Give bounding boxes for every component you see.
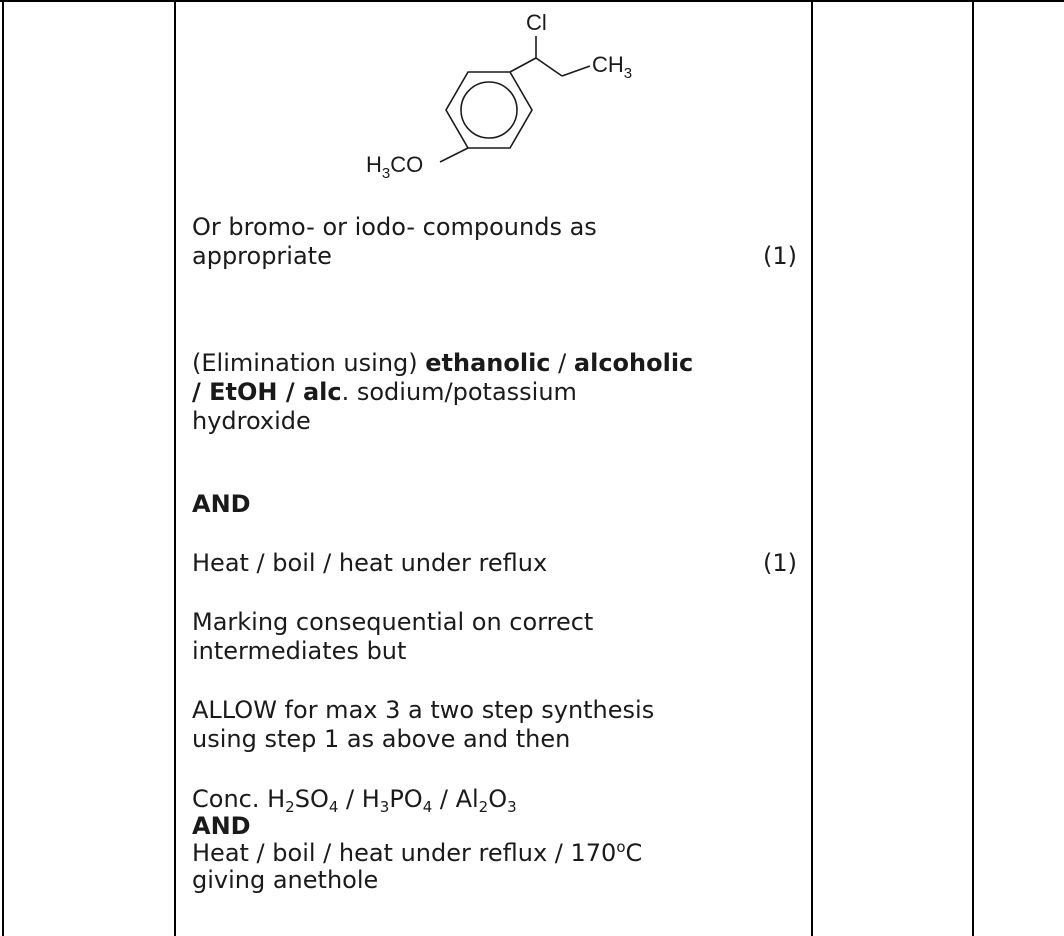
heat-text-1: Heat / boil / heat under reflux bbox=[192, 549, 548, 577]
table-border-col3 bbox=[972, 0, 974, 936]
heat-line-1: Heat / boil / heat under reflux (1) bbox=[192, 549, 797, 578]
mark-1: (1) bbox=[763, 242, 797, 270]
allow-line1: ALLOW for max 3 a two step synthesis bbox=[192, 696, 655, 724]
mark-2: (1) bbox=[763, 549, 797, 577]
alt-compounds-line1: Or bromo- or iodo- compounds as bbox=[192, 213, 597, 241]
giving-anethole-text: giving anethole bbox=[192, 866, 379, 894]
table-border-top bbox=[0, 0, 1064, 2]
elimination-prefix: (Elimination using) bbox=[192, 349, 426, 377]
and-label-1: AND bbox=[192, 490, 251, 518]
etoh-alc-text: / EtOH / alc bbox=[192, 378, 342, 406]
alt-compounds-note: Or bromo- or iodo- compounds as appropri… bbox=[192, 213, 797, 271]
marking-line1: Marking consequential on correct bbox=[192, 608, 594, 636]
marking-line2: intermediates but bbox=[192, 637, 407, 665]
hydroxide-text: hydroxide bbox=[192, 407, 311, 435]
elimination-text: (Elimination using) ethanolic / alcoholi… bbox=[192, 349, 797, 436]
alcoholic-text: alcoholic bbox=[573, 349, 694, 377]
methoxy-label: H3CO bbox=[366, 152, 423, 182]
benzene-ring bbox=[445, 71, 533, 149]
marking-note: Marking consequential on correct interme… bbox=[192, 608, 797, 666]
aromatic-circle bbox=[460, 81, 518, 139]
table-border-col1 bbox=[174, 0, 176, 936]
heat-line-2: Heat / boil / heat under reflux / 170oC bbox=[192, 838, 643, 867]
conc-reagents-line: Conc. H2SO4 / H3PO4 / Al2O3 bbox=[192, 785, 517, 816]
sodium-potassium-text: . sodium/potassium bbox=[341, 378, 577, 406]
table-border-col2 bbox=[811, 0, 813, 936]
and-label-2: AND bbox=[192, 812, 251, 840]
allow-line2: using step 1 as above and then bbox=[192, 725, 571, 753]
conc-reagents-block: Conc. H2SO4 / H3PO4 / Al2O3 AND Heat / b… bbox=[192, 786, 797, 894]
table-border-left bbox=[2, 0, 4, 936]
ethanolic-text: ethanolic bbox=[425, 349, 551, 377]
methyl-label: CH3 bbox=[592, 52, 632, 82]
alt-compounds-line2: appropriate bbox=[192, 242, 332, 270]
allow-note: ALLOW for max 3 a two step synthesis usi… bbox=[192, 696, 797, 754]
chemical-structure: Cl CH3 H3CO bbox=[366, 10, 632, 182]
chlorine-label: Cl bbox=[526, 10, 547, 35]
